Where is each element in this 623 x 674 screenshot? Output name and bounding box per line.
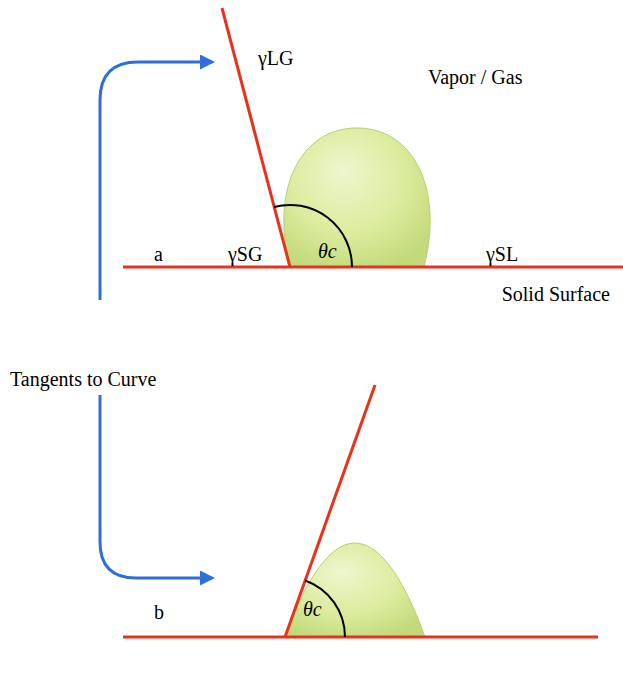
note-label: Tangents to Curve — [10, 368, 156, 390]
tension-label: γLG — [258, 47, 294, 69]
angle-label: θc — [318, 240, 337, 262]
angle-arc — [274, 205, 352, 267]
surface-label: Solid Surface — [502, 283, 610, 305]
tangent-line — [222, 8, 290, 267]
liquid-drop — [284, 128, 430, 267]
solid-surface-line — [123, 636, 598, 639]
panel-letter: a — [154, 243, 163, 265]
liquid-drop — [285, 543, 425, 637]
solid-surface-line — [123, 266, 623, 269]
pointer-arrow — [100, 395, 212, 578]
pointer-arrow — [100, 62, 212, 300]
panel-letter: b — [154, 601, 164, 623]
tension-label: γSG — [228, 243, 262, 265]
tension-label: γSL — [486, 243, 518, 265]
phase-label: Vapor / Gas — [428, 66, 522, 88]
tangent-line — [285, 385, 375, 637]
angle-label: θc — [303, 598, 322, 620]
